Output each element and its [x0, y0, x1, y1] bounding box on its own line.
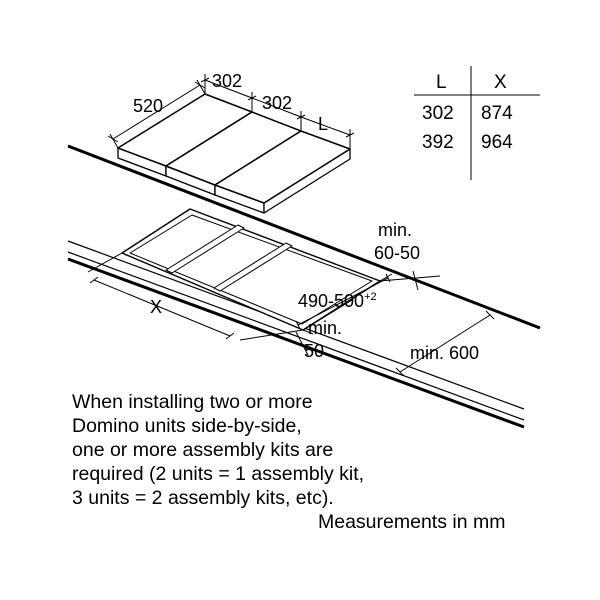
dimension-table: L X 302 874 392 964: [414, 66, 540, 180]
note-line: 3 units = 2 assembly kits, etc).: [72, 487, 334, 509]
label-worktop-depth: min. 600: [410, 343, 479, 363]
dimension-labels: 520 302 302 L X 490-500+2 min. 50 min. 6…: [133, 71, 479, 363]
table-cell: 874: [481, 103, 513, 124]
label-width-302-b: 302: [262, 93, 292, 113]
label-cutout-depth-tolerance: +2: [364, 291, 377, 303]
hob-units: [117, 93, 351, 214]
cutout: [121, 208, 381, 331]
table-cell: 302: [422, 103, 454, 124]
worktop-front-edge: [67, 257, 525, 429]
table-cell: 392: [422, 132, 454, 153]
label-cutout-depth: 490-500+2: [298, 291, 377, 311]
label-back-clearance-min: min.: [378, 220, 412, 240]
label-back-clearance-value: 60-50: [374, 243, 420, 263]
label-width-l: L: [318, 114, 328, 134]
worktop-back-edge: [67, 144, 541, 330]
table-header-l: L: [436, 72, 447, 93]
label-width-302-a: 302: [212, 71, 242, 91]
label-depth-520: 520: [133, 96, 163, 116]
note-line: When installing two or more: [72, 391, 313, 413]
label-front-clearance-value: 50: [304, 341, 324, 361]
installation-note: When installing two or more Domino units…: [72, 390, 512, 510]
note-line: one or more assembly kits are: [72, 439, 334, 461]
cutout-dimension-lines: [87, 252, 495, 377]
hob-dimension-lines: [107, 74, 355, 149]
table-cell: 964: [481, 132, 513, 153]
note-line: Domino units side-by-side,: [72, 415, 302, 437]
label-cutout-depth-value: 490-500: [298, 291, 364, 311]
worktop-front-edge-bottom: [67, 251, 525, 421]
label-front-clearance-min: min.: [308, 318, 342, 338]
label-cutout-x: X: [150, 297, 162, 317]
units-label: Measurements in mm: [318, 511, 506, 533]
note-line: required (2 units = 1 assembly kit,: [72, 463, 365, 485]
table-header-x: X: [494, 72, 507, 93]
